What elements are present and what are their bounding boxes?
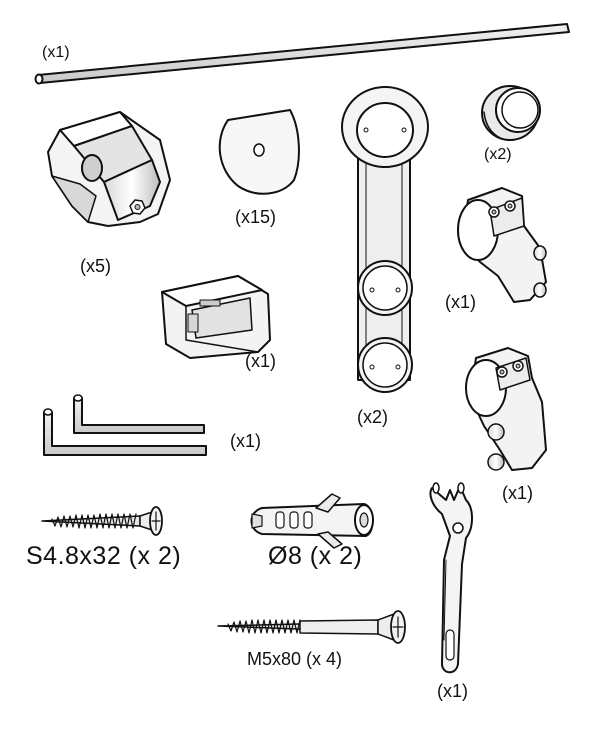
washer-part bbox=[218, 109, 300, 195]
spanner-qty-label: (x1) bbox=[437, 681, 468, 701]
hex-keys-part bbox=[43, 394, 207, 456]
roller-qty-label: (x2) bbox=[357, 407, 388, 427]
guide-qty-label: (x1) bbox=[245, 351, 276, 371]
rail-rod bbox=[34, 23, 570, 85]
cap-qty-label: (x2) bbox=[484, 146, 512, 163]
wall-plug-qty-label: Ø8 (x 2) bbox=[268, 542, 363, 570]
guide-part bbox=[161, 275, 271, 359]
clamp-top-qty-label: (x1) bbox=[445, 292, 476, 312]
wall-plug-part bbox=[250, 493, 374, 549]
bolt-part bbox=[217, 610, 406, 644]
bracket-part bbox=[47, 111, 171, 227]
washer-qty-label: (x15) bbox=[235, 207, 277, 227]
wood-screw-part bbox=[41, 506, 163, 536]
roller-assembly bbox=[341, 86, 429, 393]
hex-keys-qty-label: (x1) bbox=[230, 431, 261, 451]
spanner-part bbox=[429, 482, 473, 674]
clamp-top-part bbox=[457, 187, 547, 303]
clamp-bottom-qty-label: (x1) bbox=[502, 483, 533, 503]
wood-screw-qty-label: S4.8x32 (x 2) bbox=[26, 542, 182, 570]
clamp-bottom-part bbox=[465, 347, 547, 471]
bolt-qty-label: M5x80 (x 4) bbox=[247, 649, 343, 669]
cap-part bbox=[481, 85, 541, 141]
bracket-qty-label: (x5) bbox=[80, 256, 111, 276]
rail-qty-label: (x1) bbox=[42, 44, 70, 61]
